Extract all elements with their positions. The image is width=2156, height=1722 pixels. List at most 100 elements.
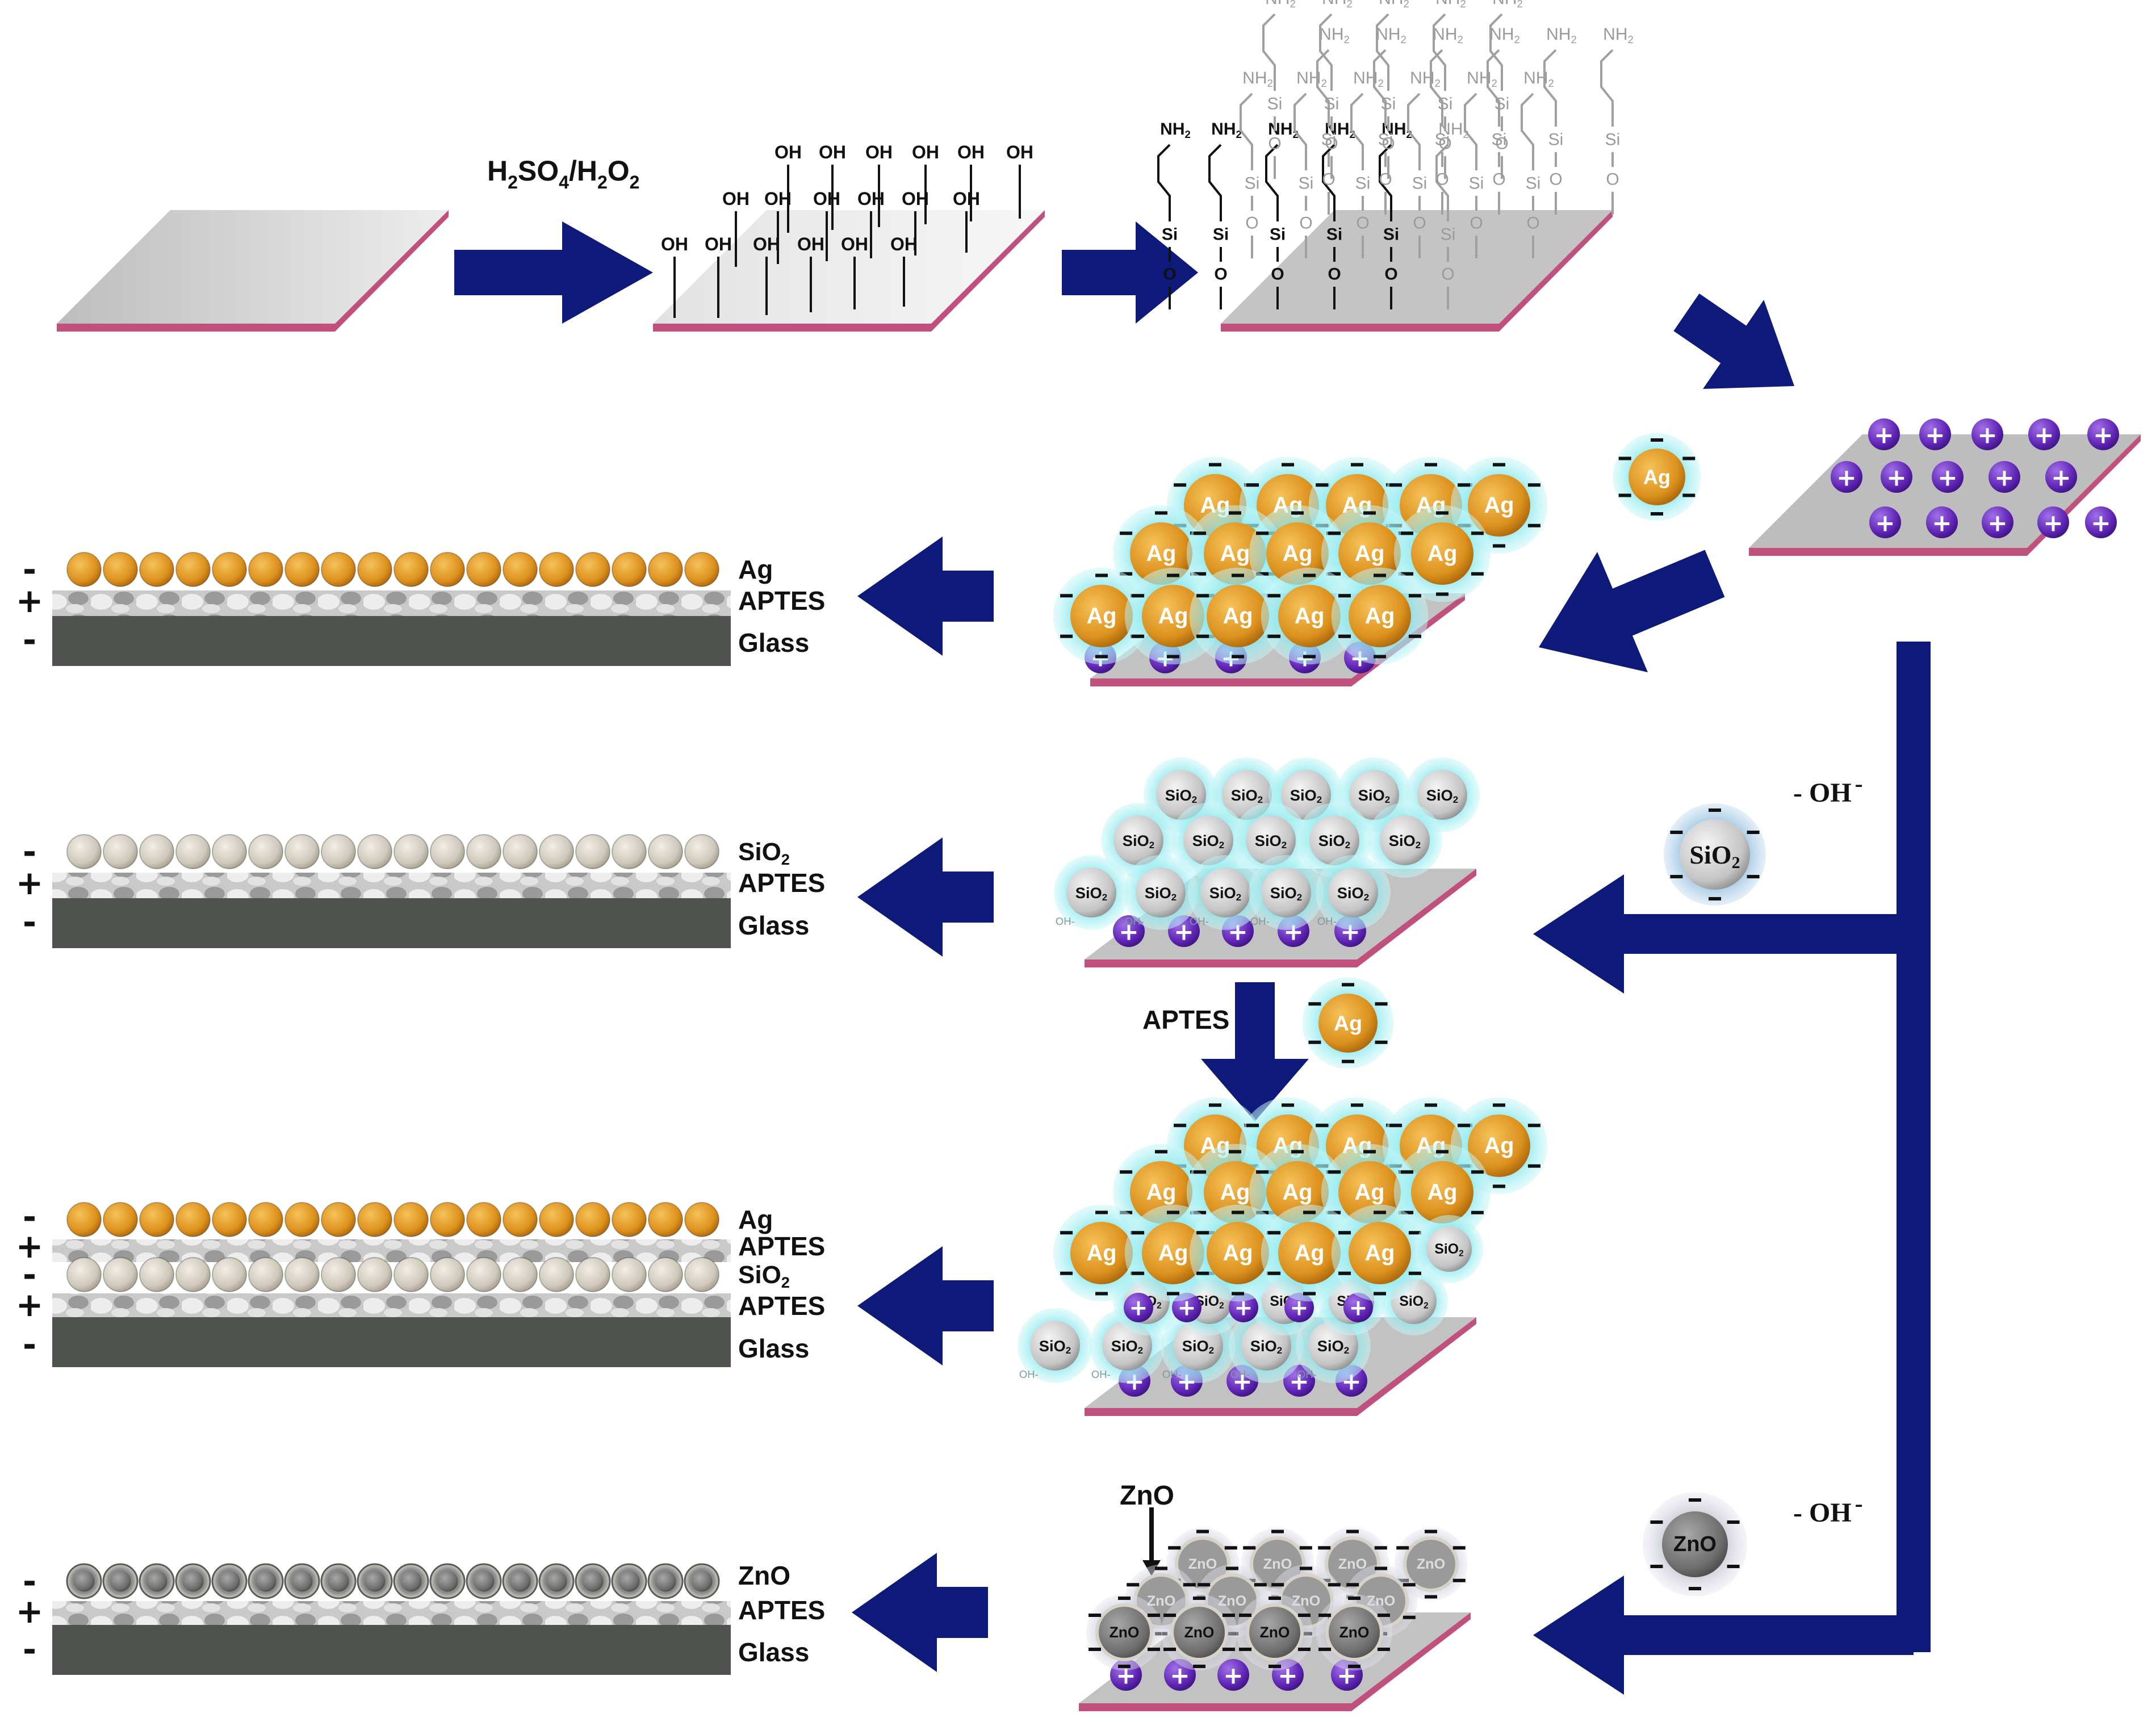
positive-charge-dot xyxy=(1926,506,1958,538)
bead xyxy=(175,1257,211,1292)
chain-backbone xyxy=(1487,49,1500,127)
hydroxyl-label: OH xyxy=(865,142,893,162)
zno-bead-core xyxy=(473,1570,495,1592)
bead xyxy=(284,1257,320,1292)
chain-backbone xyxy=(1600,49,1614,127)
hydroxyl-label: OH xyxy=(722,188,750,209)
chain-backbone xyxy=(1322,144,1336,221)
ag-particle: Ag xyxy=(1261,1204,1358,1302)
oxygen-label: O xyxy=(1322,170,1335,189)
plus-sign: + xyxy=(1874,421,1894,449)
negative-dash xyxy=(1232,655,1244,659)
ag-core xyxy=(1204,522,1266,585)
substrate-front-edge xyxy=(57,324,335,332)
positive-charge: + xyxy=(1932,461,1964,493)
plus-sign: + xyxy=(2093,421,2113,449)
silica-core xyxy=(1426,1226,1472,1272)
amine-label: NH2 xyxy=(1546,25,1577,45)
bead xyxy=(66,1257,102,1292)
bead xyxy=(139,1257,174,1292)
bead xyxy=(575,552,610,587)
minus-sign: - xyxy=(23,832,36,871)
silica-label: SiO2 xyxy=(1111,1337,1143,1356)
negative-dash xyxy=(1493,463,1505,467)
ag-label: Ag xyxy=(1355,1180,1385,1205)
ag-particle: Ag xyxy=(1393,505,1491,602)
ag-label: Ag xyxy=(1146,541,1177,566)
negative-dash xyxy=(1747,831,1760,834)
chain-backbone xyxy=(1319,13,1333,91)
negative-dash xyxy=(1452,1578,1466,1582)
bead xyxy=(357,834,392,869)
silicon-label: Si xyxy=(1378,131,1393,149)
chain-backbone xyxy=(1433,13,1446,91)
negative-dash xyxy=(1303,655,1316,659)
hydroxyl-label: OH xyxy=(890,234,918,254)
silica-core xyxy=(1309,815,1359,865)
layer-label: Glass xyxy=(738,1334,809,1363)
positive-charge-dot xyxy=(1881,461,1912,493)
aptes-band xyxy=(52,590,731,619)
negative-dash xyxy=(1618,493,1631,497)
hydroxyl-label: OH xyxy=(753,234,780,254)
zno-bead-core xyxy=(255,1570,277,1592)
ag-core xyxy=(1318,994,1378,1053)
positive-charge-dot xyxy=(1217,1659,1249,1691)
negative-dash xyxy=(1118,1597,1131,1600)
bead xyxy=(139,552,174,587)
ag-core xyxy=(1142,1222,1204,1284)
negative-dash xyxy=(1193,1597,1205,1600)
silicon-label: Si xyxy=(1267,95,1283,114)
bead xyxy=(321,1257,356,1292)
negative-dash xyxy=(1194,1210,1207,1214)
bead xyxy=(430,1257,465,1292)
negative-dash xyxy=(1471,1170,1484,1174)
zno-bead-core xyxy=(146,1570,168,1592)
bead xyxy=(575,1202,610,1237)
bead xyxy=(648,1257,683,1292)
plus-sign: + xyxy=(16,864,44,902)
silica-label: SiO2 xyxy=(1182,1337,1214,1356)
negative-dash xyxy=(1163,1614,1177,1617)
positive-charge: + xyxy=(1881,461,1912,493)
silica-particle: SiO2 xyxy=(1415,1215,1483,1283)
hydroxide-label-lower: - OH- xyxy=(1793,1491,1863,1528)
arrow-result-zno xyxy=(852,1553,988,1672)
aptes-band xyxy=(52,873,731,901)
minus-sign: - xyxy=(23,1630,36,1669)
positive-charge: + xyxy=(1217,1659,1249,1691)
negative-dash xyxy=(1689,1498,1701,1502)
amine-label: NH2 xyxy=(1296,69,1327,89)
positive-charge-dot xyxy=(1932,461,1964,493)
negative-dash xyxy=(1346,1530,1359,1534)
negative-dash xyxy=(1060,1231,1073,1235)
negative-dash xyxy=(1727,1565,1740,1568)
substrate-top-face xyxy=(57,210,449,324)
hydroxide-tag: OH- xyxy=(1317,915,1337,927)
chain-backbone xyxy=(1293,93,1307,170)
oxygen-label: O xyxy=(1549,170,1562,189)
bead xyxy=(648,552,683,587)
ag-label: Ag xyxy=(1295,1241,1325,1266)
negative-dash xyxy=(1229,511,1241,515)
chain-backbone xyxy=(1350,93,1364,170)
plus-sign: + xyxy=(1977,421,1997,449)
zno-label: ZnO xyxy=(1673,1532,1717,1556)
zno-bead-core xyxy=(546,1570,567,1592)
ag-label: Ag xyxy=(1365,1241,1395,1266)
negative-dash xyxy=(1271,1530,1284,1534)
zno-core xyxy=(1325,1603,1383,1661)
free-zno-particle: ZnO xyxy=(1643,1492,1747,1597)
hydroxide-tag: OH- xyxy=(1019,1368,1039,1380)
negative-dash xyxy=(1527,483,1540,487)
chain-backbone xyxy=(1464,93,1477,170)
ag-particle: Ag xyxy=(1393,1143,1491,1241)
substrate-front-edge xyxy=(1090,678,1351,686)
silicon-label: Si xyxy=(1383,225,1399,244)
oxygen-label: O xyxy=(1438,135,1451,153)
oxygen-label: O xyxy=(1356,214,1369,233)
bead xyxy=(684,1202,719,1237)
silica-label: SiO2 xyxy=(1231,786,1263,805)
